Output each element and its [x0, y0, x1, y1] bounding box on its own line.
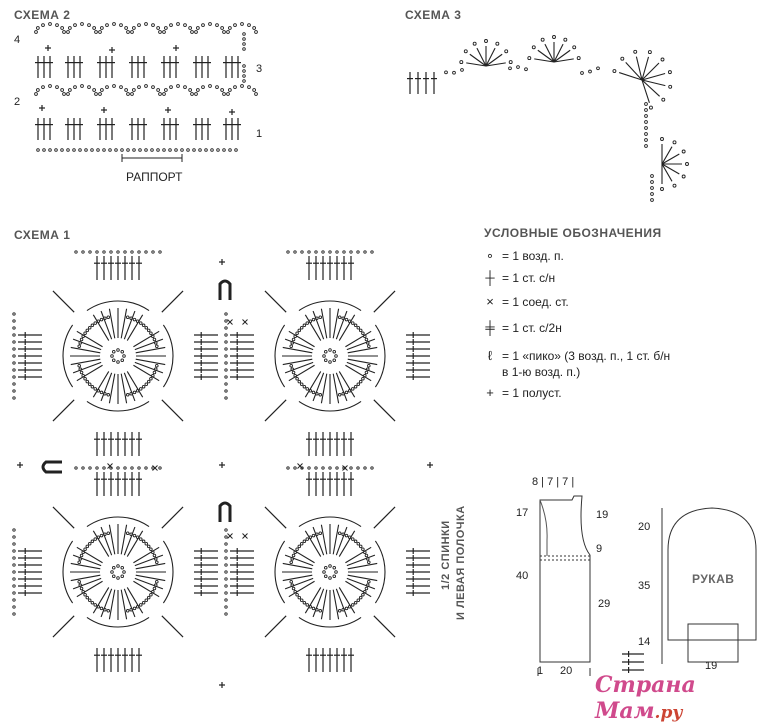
legend-item-double-crochet: ┼ = 1 ст. с/н	[484, 270, 555, 285]
back-top-dims: 8 | 7 | 7 |	[532, 476, 575, 488]
scheme2-drawing	[34, 22, 258, 162]
scheme1-drawing	[12, 250, 433, 688]
sleeve-dim-35: 35	[638, 580, 651, 592]
scheme2-row-1: 1	[256, 128, 263, 140]
back-label-line2: И ЛЕВАЯ ПОЛОЧКА	[455, 505, 467, 620]
legend-text: = 1 возд. п.	[502, 249, 564, 263]
sleeve-dim-19: 19	[705, 660, 718, 672]
half-stitch-icon: +	[486, 385, 494, 400]
back-dim-17: 17	[516, 507, 529, 519]
chain-stitch-icon: ∘	[485, 248, 495, 263]
patterns-drawing	[537, 495, 757, 676]
legend-title: УСЛОВНЫЕ ОБОЗНАЧЕНИЯ	[484, 226, 662, 240]
legend-item-chain: ∘ = 1 возд. п.	[484, 248, 564, 264]
legend-text: = 1 соед. ст.	[502, 294, 569, 309]
legend-item-picot: ℓ = 1 «пико» (3 возд. п., 1 ст. б/н	[484, 348, 670, 363]
legend-item-treble: ╪ = 1 ст. с/2н	[484, 320, 562, 335]
legend-item-slip-stitch: × = 1 соед. ст.	[484, 294, 569, 309]
slip-stitch-icon: ×	[486, 294, 494, 309]
scheme3-drawing	[407, 35, 689, 673]
back-label-line1: 1/2 СПИНКИ	[440, 520, 452, 590]
scheme1-title: СХЕМА 1	[14, 228, 71, 242]
picot-icon: ℓ	[487, 348, 493, 363]
treble-crochet-icon: ╪	[485, 320, 495, 335]
back-dim-29: 29	[598, 598, 611, 610]
legend-text: = 1 «пико» (3 возд. п., 1 ст. б/н	[502, 348, 671, 363]
sleeve-dim-20: 20	[638, 521, 651, 533]
watermark: Страна Мам.ру	[595, 672, 775, 724]
legend-item-half-stitch: + = 1 полуст.	[484, 385, 562, 400]
back-dim-9: 9	[596, 543, 603, 555]
scheme2-title: СХЕМА 2	[14, 8, 71, 22]
legend-text: в 1-ю возд. п.)	[502, 365, 581, 379]
back-dim-19: 19	[596, 509, 609, 521]
legend-item-picot-cont: в 1-ю возд. п.)	[502, 365, 580, 379]
double-crochet-icon: ┼	[485, 270, 495, 285]
back-dim-20: 20	[560, 665, 573, 677]
legend-text: = 1 полуст.	[502, 385, 562, 400]
diagram-canvas	[12, 22, 757, 688]
scheme2-row-4: 4	[14, 34, 21, 46]
legend-text: = 1 ст. с/н	[502, 270, 556, 285]
back-dim-1: 1	[537, 665, 544, 677]
scheme2-repeat-label: РАППОРТ	[126, 170, 183, 184]
sleeve-dim-14: 14	[638, 636, 651, 648]
scheme3-title: СХЕМА 3	[405, 8, 462, 22]
back-dim-40: 40	[516, 570, 529, 582]
legend-text: = 1 ст. с/2н	[502, 320, 562, 335]
watermark-suffix: .ру	[654, 703, 683, 723]
scheme2-row-2: 2	[14, 96, 21, 108]
sleeve-label: РУКАВ	[692, 572, 735, 586]
scheme2-row-3: 3	[256, 63, 263, 75]
